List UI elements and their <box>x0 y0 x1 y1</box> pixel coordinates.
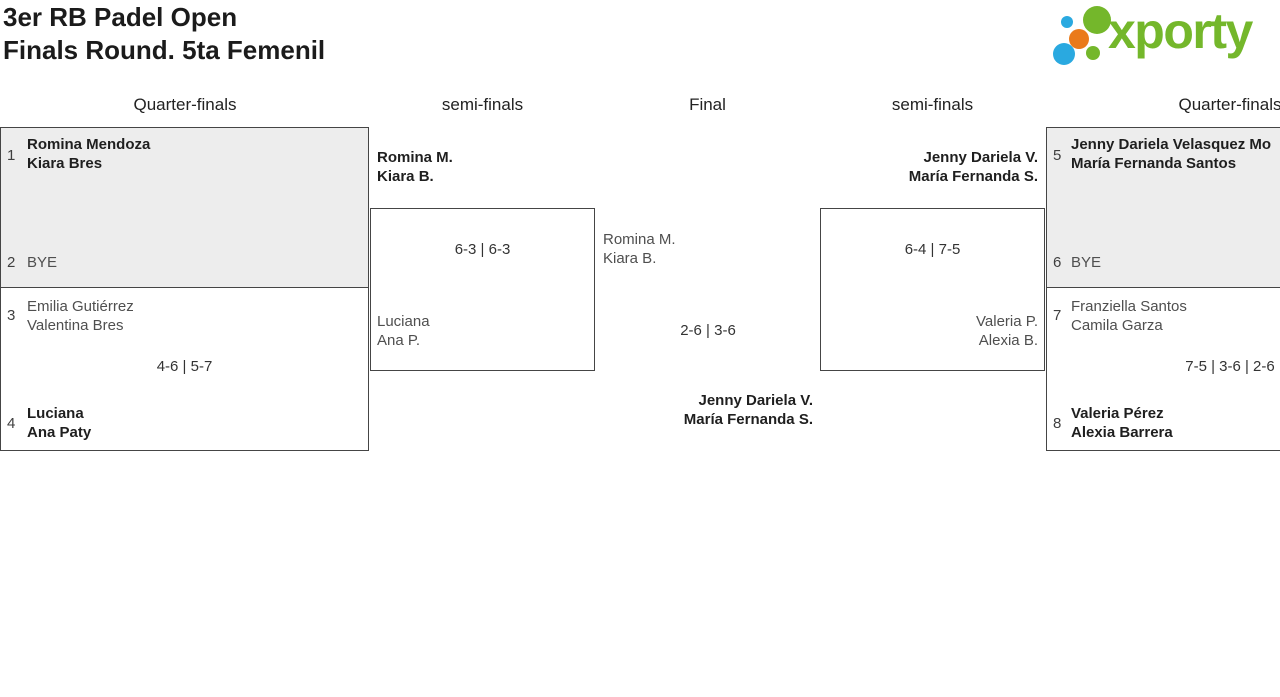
team-luciana-ana-paty: Luciana Ana Paty <box>27 404 91 442</box>
seed-1: 1 <box>7 147 16 164</box>
seed-2: 2 <box>7 254 16 271</box>
team-final-winner: Jenny Dariela V. María Fernanda S. <box>595 391 813 429</box>
seed-5: 5 <box>1053 147 1062 164</box>
team-bye-left: BYE <box>27 254 58 271</box>
logo-dot-green-large <box>1083 6 1111 34</box>
xporty-logo[interactable]: xporty <box>1048 3 1278 69</box>
player-name: Ana Paty <box>27 424 92 441</box>
player-name: Valeria Pérez <box>1071 405 1164 422</box>
team-sf-left-loser: Luciana Ana P. <box>377 312 430 350</box>
player-name: Valeria P. <box>976 313 1038 330</box>
logo-dot-green-small <box>1086 46 1100 60</box>
logo-dot-blue-large <box>1053 43 1075 65</box>
player-name: Alexia B. <box>978 332 1038 349</box>
match-score-sf-right: 6-4 | 7-5 <box>904 241 961 258</box>
team-sf-left-winner: Romina M. Kiara B. <box>377 148 453 186</box>
player-name: Romina M. <box>603 231 676 248</box>
team-sf-right-winner: Jenny Dariela V. María Fernanda S. <box>820 148 1038 186</box>
seed-4: 4 <box>7 415 16 432</box>
player-name: Kiara B. <box>377 168 434 185</box>
round-header-semifinals-left: semi-finals <box>441 95 524 114</box>
player-name: Romina M. <box>377 149 453 166</box>
seed-3: 3 <box>7 307 16 324</box>
round-header-semifinals-right: semi-finals <box>891 95 974 114</box>
player-name: Kiara B. <box>603 250 657 267</box>
match-box-qf-right-bottom <box>1046 287 1280 451</box>
player-name: Jenny Dariela Velasquez Mo <box>1071 136 1272 153</box>
player-name: Luciana <box>377 313 430 330</box>
player-name: Ana P. <box>377 332 421 349</box>
match-score-sf-left: 6-3 | 6-3 <box>454 241 511 258</box>
team-valeria-perez-alexia-barrera: Valeria Pérez Alexia Barrera <box>1071 404 1173 442</box>
player-name: María Fernanda S. <box>908 168 1038 185</box>
match-box-qf-left-bottom <box>0 287 369 451</box>
player-name: Franziella Santos <box>1071 298 1187 315</box>
team-emilia-gutierrez-valentina-bres: Emilia Gutiérrez Valentina Bres <box>27 297 134 335</box>
team-final-top: Romina M. Kiara B. <box>603 230 676 268</box>
player-name: Luciana <box>27 405 84 422</box>
match-box-sf-right <box>820 208 1045 371</box>
player-name: Romina Mendoza <box>27 136 151 153</box>
match-score-qf-left-bottom: 4-6 | 5-7 <box>156 358 213 375</box>
round-header-final: Final <box>689 95 726 114</box>
seed-6: 6 <box>1053 254 1062 271</box>
logo-dot-orange <box>1069 29 1089 49</box>
player-name: María Fernanda Santos <box>1071 155 1237 172</box>
seed-8: 8 <box>1053 415 1062 432</box>
player-name: Jenny Dariela V. <box>923 149 1038 166</box>
team-bye-right: BYE <box>1071 254 1102 271</box>
xporty-logo-dots <box>1053 6 1111 65</box>
tournament-title: 3er RB Padel Open <box>3 2 238 32</box>
match-box-qf-right-top <box>1046 127 1280 288</box>
player-name: Jenny Dariela V. <box>698 392 813 409</box>
logo-dot-blue-small <box>1061 16 1073 28</box>
team-franziella-santos-camila-garza: Franziella Santos Camila Garza <box>1071 297 1187 335</box>
match-score-qf-right-bottom: 7-5 | 3-6 | 2-6 <box>1185 358 1275 375</box>
team-romina-mendoza-kiara-bres: Romina Mendoza Kiara Bres <box>27 135 150 173</box>
team-jenny-dariela-maria-fernanda: Jenny Dariela Velasquez Mo María Fernand… <box>1071 135 1271 173</box>
team-sf-right-loser: Valeria P. Alexia B. <box>820 312 1038 350</box>
player-name: Camila Garza <box>1071 317 1163 334</box>
match-box-sf-left <box>370 208 595 371</box>
player-name: María Fernanda S. <box>683 411 813 428</box>
player-name: Kiara Bres <box>27 155 103 172</box>
match-box-qf-left-top <box>0 127 369 288</box>
xporty-logo-text: xporty <box>1108 3 1253 59</box>
round-subtitle: Finals Round. 5ta Femenil <box>3 35 326 65</box>
seed-7: 7 <box>1053 307 1062 324</box>
round-header-quarterfinals-right: Quarter-finals <box>1178 95 1280 114</box>
match-score-final: 2-6 | 3-6 <box>680 322 736 339</box>
player-name: Emilia Gutiérrez <box>27 298 134 315</box>
round-header-quarterfinals-left: Quarter-finals <box>133 95 237 114</box>
page-header: 3er RB Padel Open Finals Round. 5ta Feme… <box>3 1 325 67</box>
player-name: Alexia Barrera <box>1071 424 1173 441</box>
player-name: Valentina Bres <box>27 317 124 334</box>
